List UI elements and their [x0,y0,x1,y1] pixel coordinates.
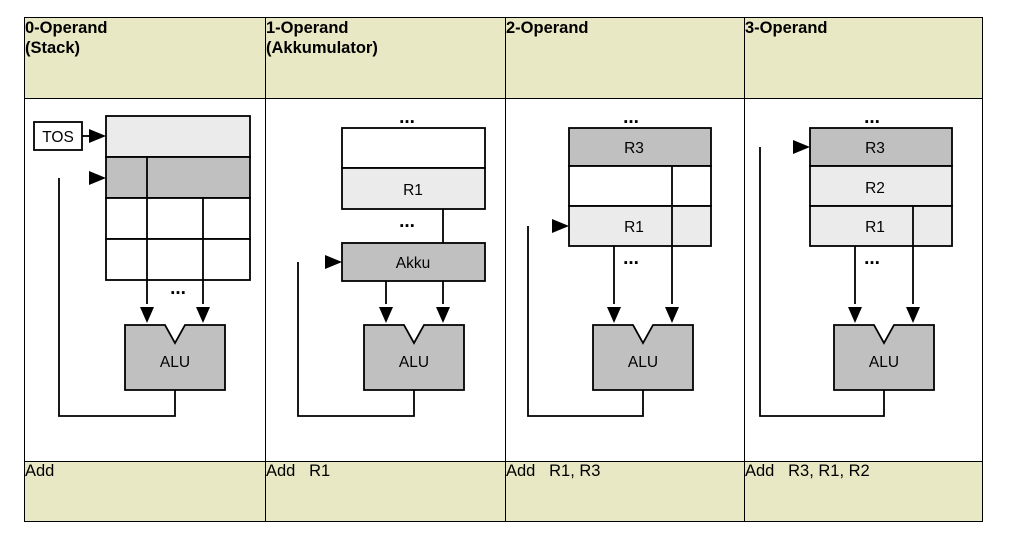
arrowhead-result-to-regfile [552,219,569,233]
regfile-cell-0 [341,127,486,169]
alu-shape [363,324,465,391]
regfile-cell-label-r3: R3 [865,140,885,157]
regfile-cell-r3 [568,127,712,167]
instruction-cell-1-operand: Add R1 [265,461,506,522]
regfile-bottom-ellipsis: ... [399,211,415,232]
header-cell-1-operand: 1-Operand (Akkumulator) [265,17,506,99]
accumulator-label: Akku [396,255,430,272]
arrowhead-result-to-regfile [793,140,810,154]
arrowhead-left [848,307,862,323]
diagram-cell-0-operand: ... ALU TOS [24,98,266,462]
stack-machine-diagram: ... ALU TOS [33,115,251,417]
alu-shape [833,324,935,391]
regfile-cell-r2 [809,165,953,207]
alu-result-path [759,147,885,417]
header-title-line2: (Stack) [25,39,81,57]
instruction-text: Add R1, R3 [506,462,601,480]
arrowhead-right [436,307,450,323]
alu-shape [124,324,226,391]
instruction-cell-3-operand: Add R3, R1, R2 [744,461,983,522]
diagram-row: ... ALU TOS [24,98,983,462]
alu-shape [592,324,694,391]
alu-result-path [297,262,415,417]
arrowhead-tos [89,129,106,143]
stack-cell-0 [105,115,251,158]
arrowhead-result-to-stack [89,171,106,185]
regfile-cell-empty [568,165,712,207]
regfile-cell-label-r1: R1 [403,182,423,199]
header-title-line1: 1-Operand [266,19,349,37]
stack-cell-2 [105,197,251,240]
instruction-cell-0-operand: Add [24,461,266,522]
stack-cell-1 [105,156,251,199]
two-operand-machine-diagram: ... R3 R1 ... [527,107,712,417]
arrowhead-right [196,307,210,323]
three-operand-machine-diagram: ... R3 R2 R1 ... [759,107,953,417]
alu-result-path [58,178,176,417]
header-cell-3-operand: 3-Operand [744,17,983,99]
accumulator-machine-diagram: ... R1 ... Akku [297,107,486,417]
instruction-row: Add Add R1 Add R1, R3 Add R3, R1, R2 [24,461,983,522]
header-cell-0-operand: 0-Operand (Stack) [24,17,266,99]
instruction-text: Add [25,462,55,480]
arrowhead-result-to-accumulator [325,255,342,269]
instruction-text: Add R3, R1, R2 [745,462,870,480]
alu-label: ALU [869,354,899,371]
regfile-cell-label-r3: R3 [624,140,644,157]
header-title-line1: 2-Operand [506,19,589,37]
alu-label: ALU [628,354,658,371]
regfile-top-ellipsis: ... [623,107,639,128]
regfile-cell-label-r1: R1 [865,219,885,236]
header-cell-2-operand: 2-Operand [505,17,745,99]
diagram-cell-3-operand: ... R3 R2 R1 ... [744,98,983,462]
header-row: 0-Operand (Stack) 1-Operand (Akkumulator… [24,17,983,99]
operand-format-table: 0-Operand (Stack) 1-Operand (Akkumulator… [24,17,983,522]
header-title-line1: 0-Operand [25,19,108,37]
arrowhead-left [140,307,154,323]
regfile-cell-label-r2: R2 [865,180,885,197]
header-title-line1: 3-Operand [745,19,828,37]
regfile-cell-1 [341,167,486,210]
arrowhead-right [665,307,679,323]
regfile-cell-label-r1: R1 [624,219,644,236]
diagram-cell-1-operand: ... R1 ... Akku [265,98,506,462]
header-title-line2: (Akkumulator) [266,39,378,57]
tos-pointer-label: TOS [42,129,74,146]
regfile-top-ellipsis: ... [864,107,880,128]
arrowhead-left [379,307,393,323]
diagram-cell-2-operand: ... R3 R1 ... [505,98,745,462]
alu-label: ALU [160,354,190,371]
alu-label: ALU [399,354,429,371]
arrowhead-left [607,307,621,323]
regfile-cell-r1 [809,205,953,247]
stack-ellipsis: ... [170,278,186,299]
alu-result-path [527,226,644,417]
regfile-bottom-ellipsis: ... [864,248,880,269]
regfile-top-ellipsis: ... [399,107,415,128]
instruction-text: Add R1 [266,462,331,480]
arrowhead-right [906,307,920,323]
regfile-bottom-ellipsis: ... [623,248,639,269]
stack-cell-3 [105,238,251,281]
instruction-cell-2-operand: Add R1, R3 [505,461,745,522]
